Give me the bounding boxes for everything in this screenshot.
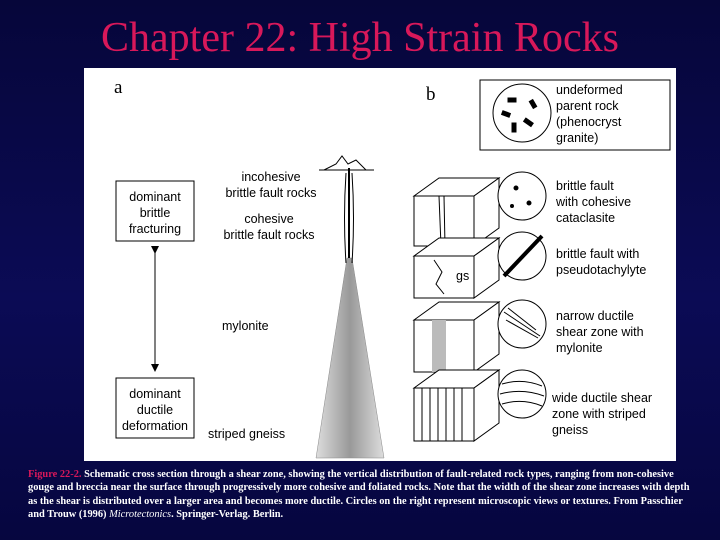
label-gneiss-1: wide ductile shear xyxy=(551,391,652,405)
label-pseudotachylyte-1: brittle fault with xyxy=(556,247,639,261)
figure-caption: Figure 22-2. Schematic cross section thr… xyxy=(28,468,698,522)
label-cataclasite-2: with cohesive xyxy=(555,195,631,209)
ductile-deformation-box: dominant ductile deformation xyxy=(115,377,195,439)
gs-label: gs xyxy=(456,269,469,283)
incohesive-label-1: incohesive xyxy=(241,170,300,184)
label-undeformed-3: (phenocryst xyxy=(556,115,622,129)
label-cataclasite-3: cataclasite xyxy=(556,211,615,225)
shear-zone-cone xyxy=(315,155,385,459)
panel-a-label: a xyxy=(114,77,123,98)
striped-gneiss-label: striped gneiss xyxy=(208,427,285,441)
cohesive-label-1: cohesive xyxy=(244,212,293,226)
mylonite-label: mylonite xyxy=(222,319,269,333)
box-top-line-2: brittle xyxy=(140,206,171,220)
label-gneiss-2: zone with striped xyxy=(552,407,646,421)
shear-zone-figure: a b dominant brittle fracturing dominant… xyxy=(84,68,676,461)
label-undeformed-2: parent rock xyxy=(556,99,619,113)
label-undeformed-4: granite) xyxy=(556,131,598,145)
label-cataclasite-1: brittle fault xyxy=(556,179,614,193)
caption-figure-ref: Figure 22-2. xyxy=(28,469,82,480)
box-top-line-1: dominant xyxy=(129,190,181,204)
figure-drawing: a b dominant brittle fracturing dominant… xyxy=(114,77,671,459)
incohesive-label-2: brittle fault rocks xyxy=(225,186,316,200)
cohesive-label-2: brittle fault rocks xyxy=(223,228,314,242)
box-bottom-line-3: deformation xyxy=(122,419,188,433)
label-undeformed-1: undeformed xyxy=(556,83,623,97)
caption-text: Schematic cross section through a shear … xyxy=(28,469,690,521)
texture-circles xyxy=(479,79,671,419)
label-pseudotachylyte-2: pseudotachylyte xyxy=(556,263,646,277)
box-top-line-3: fracturing xyxy=(129,222,181,236)
block-diagrams: gs xyxy=(412,177,501,442)
box-bottom-line-2: ductile xyxy=(137,403,173,417)
brittle-fracturing-box: dominant brittle fracturing xyxy=(115,180,195,242)
slide-title: Chapter 22: High Strain Rocks xyxy=(101,15,619,61)
label-mylonite-3: mylonite xyxy=(556,341,603,355)
caption-book-title: Microtectonics xyxy=(109,509,172,521)
label-mylonite-2: shear zone with xyxy=(556,325,644,339)
panel-b-label: b xyxy=(426,84,436,105)
box-bottom-line-1: dominant xyxy=(129,387,181,401)
label-mylonite-1: narrow ductile xyxy=(556,309,634,323)
label-gneiss-3: gneiss xyxy=(552,423,588,437)
texture-labels: undeformed parent rock (phenocryst grani… xyxy=(551,83,652,437)
caption-publisher: . Springer-Verlag. Berlin. xyxy=(171,509,284,521)
